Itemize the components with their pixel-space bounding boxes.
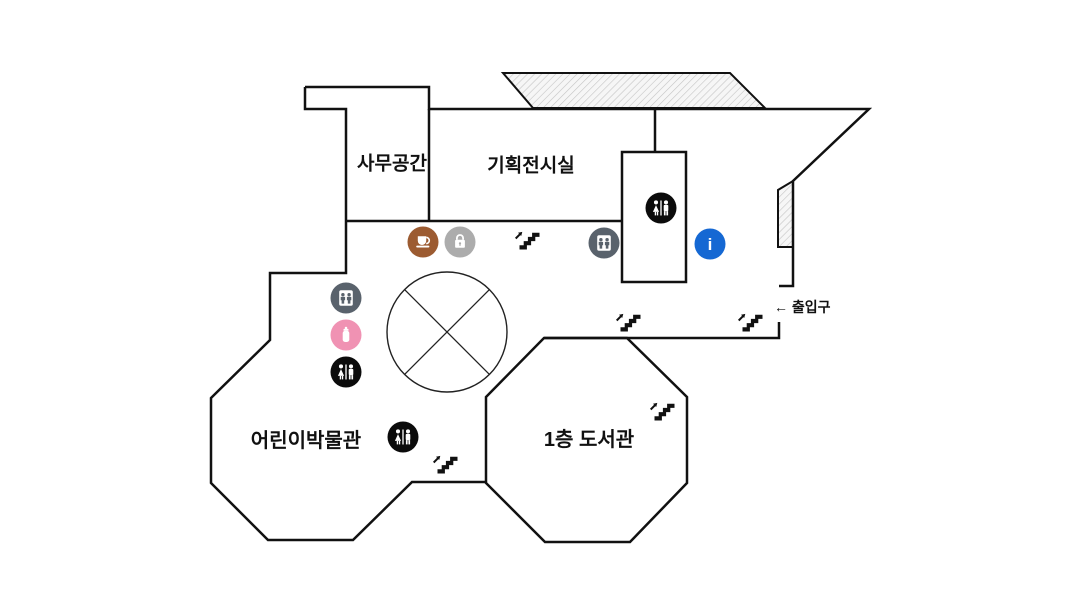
restroom-icon[interactable] [330,356,362,388]
stairs-icon [432,455,458,474]
library-walls [484,336,689,544]
rotunda-circle [386,271,508,393]
stairs-icon [649,402,675,421]
cafe-icon[interactable] [407,226,439,258]
info-glyph: i [708,235,713,254]
stairs-icon [737,313,763,332]
stairs-icon [514,231,540,250]
room-label-office: 사무공간 [357,153,427,175]
nursing-room-icon[interactable] [330,319,362,351]
entrance-label: ← 출입구 [774,299,831,315]
info-icon-background [694,228,726,260]
stairs-icon [615,313,641,332]
outer-wall-north [305,85,873,288]
room-label-exhibition-hall: 기획전시실 [487,155,574,177]
room-label-library-1f: 1층 도서관 [544,428,635,451]
restroom-icon[interactable] [645,192,677,224]
info-icon[interactable]: i [694,228,726,260]
elevator-icon[interactable] [588,227,620,259]
restroom-icon[interactable] [387,421,419,453]
outer-wall-west [209,87,486,542]
locker-icon[interactable] [444,226,476,258]
restroom-block [620,150,688,284]
room-label-children-museum: 어린이박물관 [251,429,362,452]
elevator-icon[interactable] [330,282,362,314]
hatched-ramp [777,179,794,248]
hatched-canopy [500,72,768,109]
rotunda-cross [404,289,490,375]
